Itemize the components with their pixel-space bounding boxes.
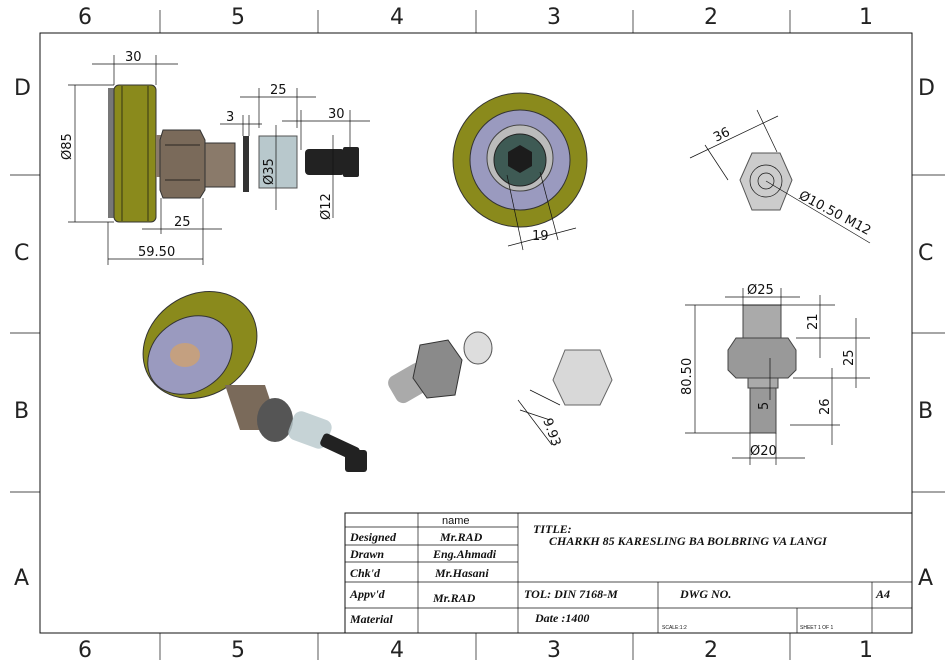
tb-approved-value: Mr.RAD [432, 591, 476, 605]
dim-hex-socket: 19 [532, 229, 549, 244]
zone-col-1: 1 [859, 5, 873, 30]
tb-approved-label: Appv'd [349, 587, 386, 601]
title-block: name Designed Mr.RAD Drawn Eng.Ahmadi Ch… [344, 512, 913, 634]
dim-shaft-total-length: 80.50 [680, 358, 695, 395]
dim-nut-across-flats: 36 [711, 125, 732, 146]
zone-col-1-bottom: 1 [859, 638, 873, 663]
isometric-nut-shaft [388, 331, 493, 404]
zone-col-3-bottom: 3 [547, 638, 561, 663]
dim-shaft-step: 5 [757, 402, 772, 410]
isometric-assembly [142, 291, 367, 472]
shaft-side-view: Ø25 80.50 21 25 26 5 Ø20 [680, 283, 870, 465]
zone-col-5: 5 [231, 5, 245, 30]
nut-end-view: 36 Ø10.50 M12 [689, 109, 873, 244]
zone-row-a: A [14, 566, 29, 591]
tb-scale: SCALE:1:2 [662, 625, 687, 631]
nut-side-hex-view: 9.93 [517, 349, 613, 449]
zone-col-6-bottom: 6 [78, 638, 92, 663]
tb-material-label: Material [349, 612, 393, 626]
dim-shaft-lower-length: 26 [818, 398, 833, 415]
zone-row-b-right: B [918, 399, 933, 424]
tb-drawn-label: Drawn [349, 547, 384, 561]
dim-shaft-top-diameter: Ø25 [747, 283, 774, 298]
dim-washer-thickness: 3 [226, 110, 234, 125]
zone-col-5-bottom: 5 [231, 638, 245, 663]
zone-labels: 6 5 4 3 2 1 6 5 4 3 2 1 D C B A D C B A [14, 5, 935, 663]
tb-title-label: TITLE: [533, 522, 572, 536]
tb-dwg-no-label: DWG NO. [679, 587, 731, 601]
tb-title-value: CHARKH 85 KARESLING BA BOLBRING VA LANGI [549, 534, 828, 548]
dim-hex-length: 25 [174, 215, 191, 230]
tb-drawn-value: Eng.Ahmadi [432, 547, 497, 561]
tb-name-header: name [442, 515, 470, 527]
dim-overall-length: 59.50 [138, 245, 175, 260]
exploded-side-view: 30 Ø85 3 25 Ø35 30 Ø12 25 59.50 [60, 50, 370, 265]
tb-sheet: SHEET 1 OF 1 [800, 625, 833, 631]
tb-checked-label: Chk'd [350, 566, 381, 580]
zone-col-4: 4 [390, 5, 404, 30]
zone-row-b: B [14, 399, 29, 424]
dim-shaft-bottom-diameter: Ø20 [750, 444, 777, 459]
dim-wheel-width: 30 [125, 50, 142, 65]
dim-shaft-hex-length: 25 [842, 349, 857, 366]
zone-row-a-right: A [918, 566, 933, 591]
zone-col-3: 3 [547, 5, 561, 30]
zone-col-2: 2 [704, 5, 718, 30]
dim-shaft-top-length: 21 [806, 313, 821, 330]
tb-designed-label: Designed [349, 530, 397, 544]
wheel-front-view: 19 [452, 92, 588, 251]
dim-sleeve-diameter: Ø35 [262, 158, 277, 185]
tb-tolerance: TOL: DIN 7168-M [524, 587, 618, 601]
zone-row-d-right: D [918, 76, 935, 101]
tb-designed-value: Mr.RAD [439, 530, 483, 544]
zone-row-d: D [14, 76, 31, 101]
zone-col-2-bottom: 2 [704, 638, 718, 663]
dim-bolt-length: 30 [328, 107, 345, 122]
zone-col-6: 6 [78, 5, 92, 30]
dim-bolt-diameter: Ø12 [319, 193, 334, 220]
dim-sleeve-length: 25 [270, 83, 287, 98]
tb-size: A4 [875, 587, 890, 601]
zone-row-c: C [14, 241, 29, 266]
tb-checked-value: Mr.Hasani [434, 566, 489, 580]
tb-date: Date :1400 [534, 611, 589, 625]
zone-row-c-right: C [918, 241, 933, 266]
dim-wheel-diameter: Ø85 [60, 133, 75, 160]
zone-col-4-bottom: 4 [390, 638, 404, 663]
dim-nut-thread: Ø10.50 M12 [796, 188, 873, 238]
